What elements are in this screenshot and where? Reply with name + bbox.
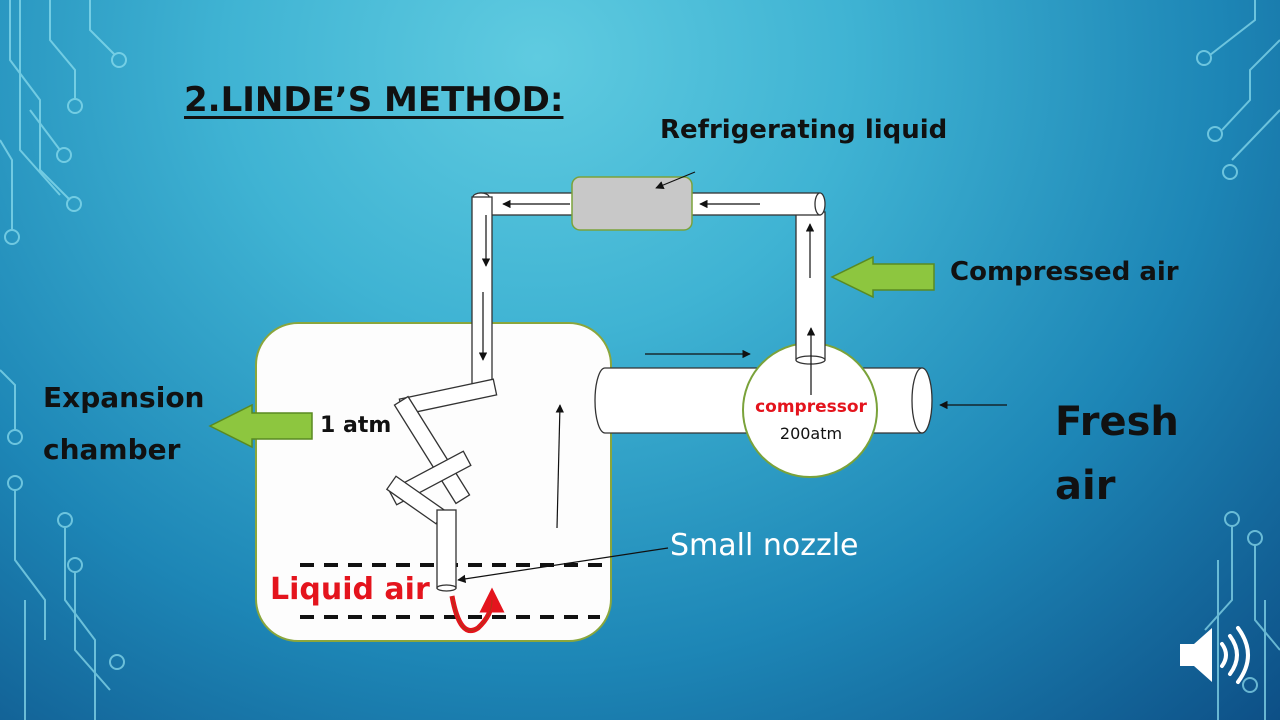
flow-arrow-chamber-up: [555, 404, 565, 529]
chamber-inlet-pipe: [471, 196, 493, 388]
label-one-atm: 1 atm: [320, 413, 392, 438]
label-compressed-air: Compressed air: [950, 257, 1179, 287]
slide-title: 2.LINDE’S METHOD:: [184, 80, 564, 120]
refrigerating-unit: [571, 176, 693, 231]
pointer-small-nozzle: [457, 547, 669, 584]
speaker-icon[interactable]: [1172, 620, 1262, 690]
label-expansion-line1: Expansion: [43, 381, 205, 414]
circuit-decoration-left: [0, 0, 127, 720]
label-fresh-line1: Fresh: [1055, 399, 1179, 445]
pointer-refrigerating: [655, 171, 696, 190]
label-refrigerating-liquid: Refrigerating liquid: [660, 115, 948, 145]
label-expansion-line2: chamber: [43, 433, 181, 466]
cooling-coil: [385, 378, 498, 592]
label-liquid-air: Liquid air: [270, 572, 430, 607]
circuit-decoration-right: [1196, 0, 1280, 720]
label-fresh-air: Fresh air: [1055, 390, 1179, 518]
label-expansion-chamber: Expansion chamber: [43, 372, 205, 476]
label-compressor: compressor: [755, 397, 867, 417]
compressed-air-arrow: [830, 255, 935, 299]
label-fresh-line2: air: [1055, 463, 1116, 509]
expansion-outlet-arrow: [208, 403, 313, 449]
label-small-nozzle: Small nozzle: [670, 528, 859, 563]
label-compressor-pressure: 200atm: [779, 424, 843, 443]
